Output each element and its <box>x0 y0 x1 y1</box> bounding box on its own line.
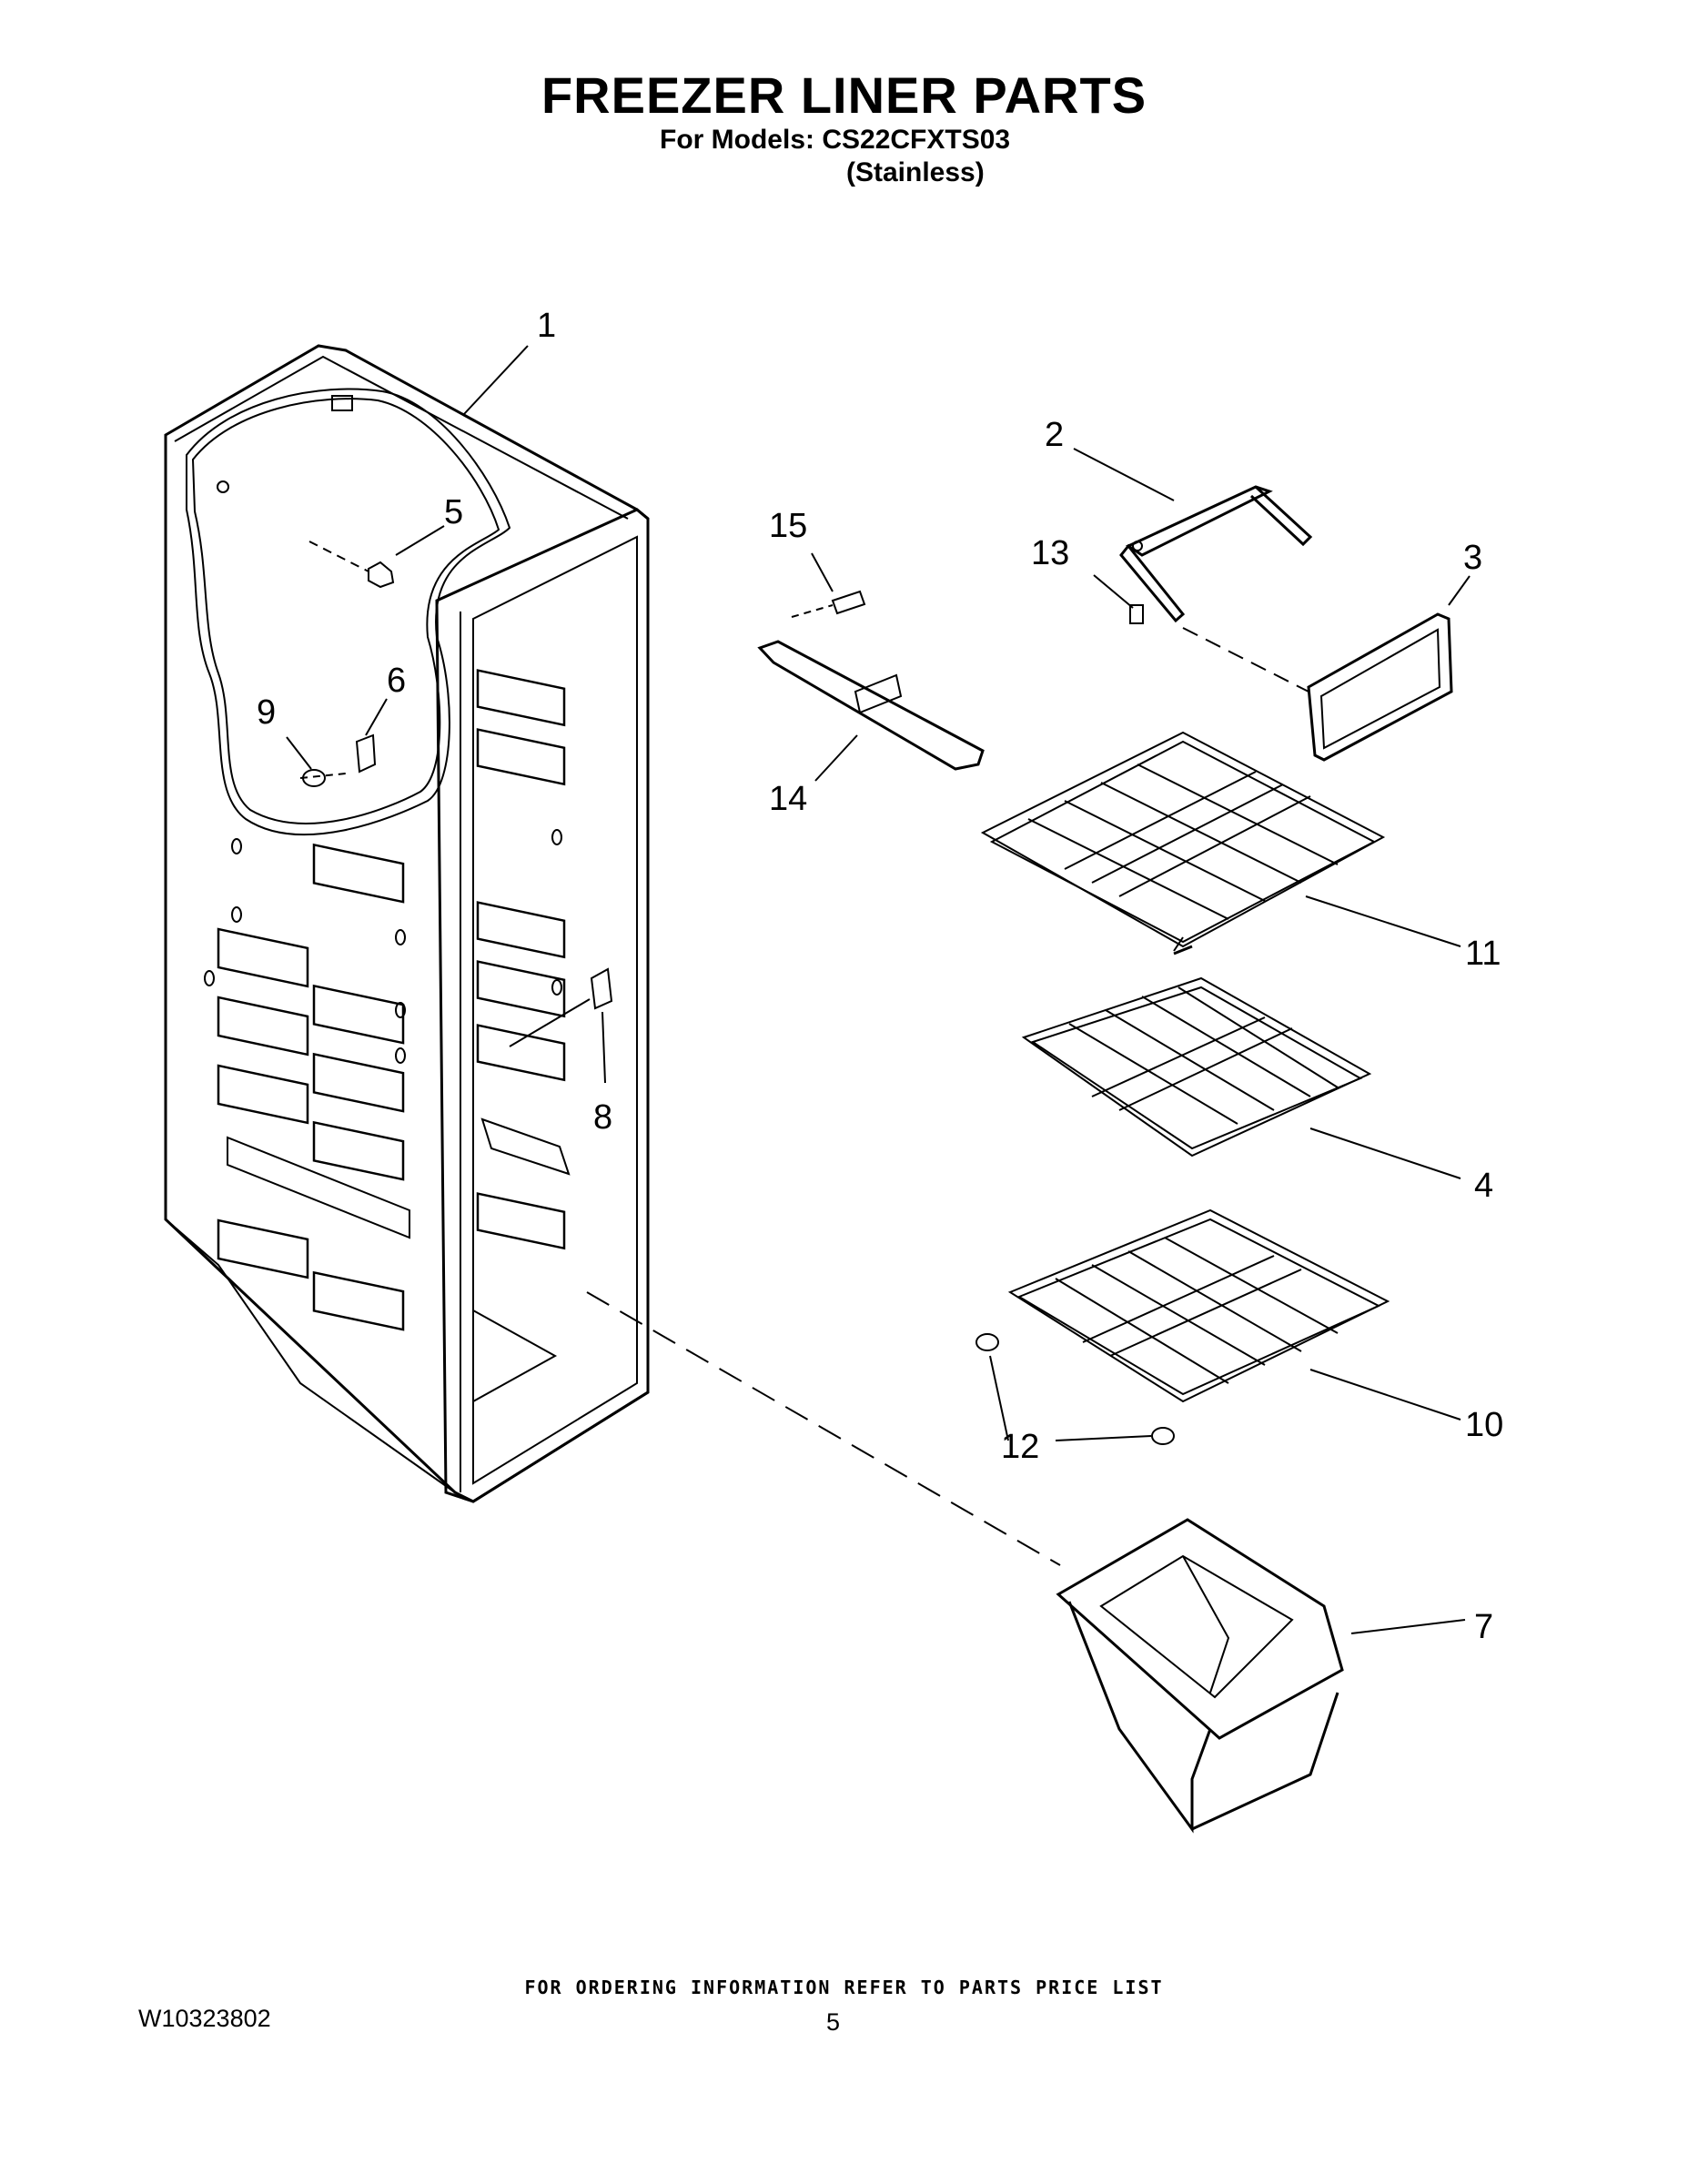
document-number: W10323802 <box>138 2005 271 2032</box>
callout-7: 7 <box>1474 1608 1493 1646</box>
leader-lines <box>286 345 1471 1634</box>
callout-10: 10 <box>1465 1406 1503 1444</box>
part-3-trim <box>1307 612 1453 762</box>
callout-2: 2 <box>1045 416 1064 454</box>
part-12-glide <box>975 1333 1175 1445</box>
part-6-bracket <box>355 733 377 774</box>
callout-5: 5 <box>444 493 463 531</box>
callout-labels: 1 5 6 9 8 2 13 3 15 14 11 4 10 12 7 <box>257 307 1503 1646</box>
callout-3: 3 <box>1463 539 1482 577</box>
callout-13: 13 <box>1031 534 1069 572</box>
part-13-screw <box>1129 604 1309 693</box>
freezer-liner-drawing <box>164 344 650 1503</box>
finish-line: (Stainless) <box>846 157 985 187</box>
part-4-shelf <box>1021 976 1372 1158</box>
callout-11: 11 <box>1465 935 1501 973</box>
part-9-screw <box>299 769 347 787</box>
callout-4: 4 <box>1474 1167 1493 1205</box>
model-info: For Models: CS22CFXTS03 (Stainless) <box>660 124 1010 189</box>
callout-14: 14 <box>769 780 807 818</box>
callout-1: 1 <box>537 307 556 345</box>
callout-9: 9 <box>257 693 276 732</box>
ordering-note: FOR ORDERING INFORMATION REFER TO PARTS … <box>524 1977 1164 1998</box>
callout-8: 8 <box>593 1098 612 1137</box>
callout-15: 15 <box>769 507 807 545</box>
part-8-bracket <box>509 967 613 1047</box>
part-2-rail <box>1119 485 1313 623</box>
part-10-shelf <box>1007 1208 1390 1403</box>
callout-12: 12 <box>1001 1428 1039 1466</box>
assembly-dash-line <box>586 1291 1061 1566</box>
models-line: For Models: CS22CFXTS03 <box>660 125 1011 155</box>
part-15-screw <box>791 590 866 618</box>
callout-6: 6 <box>387 662 406 700</box>
part-7-basket <box>1056 1518 1344 1834</box>
part-14-rail <box>757 640 985 771</box>
page-title: FREEZER LINER PARTS <box>541 66 1147 124</box>
part-11-shelf <box>980 731 1386 956</box>
part-5-bracket <box>308 541 395 589</box>
page-number: 5 <box>826 2008 841 2036</box>
